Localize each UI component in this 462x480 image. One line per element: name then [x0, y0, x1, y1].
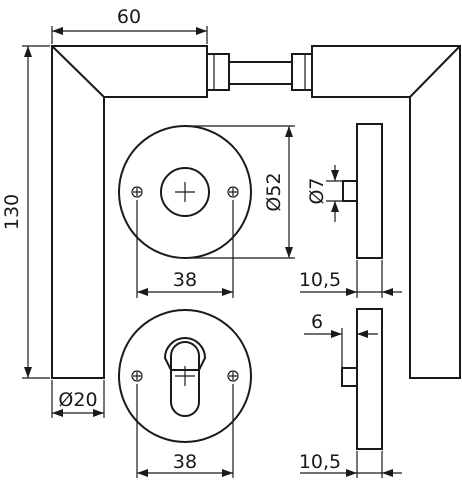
cylinder-hole-spacing-label: 38 [173, 451, 197, 473]
screw-left [131, 370, 143, 382]
key-hole-spacing-label: 38 [173, 269, 197, 291]
key-rosette-side-view [342, 123, 383, 259]
cylinder-protrusion-label: 6 [311, 311, 323, 333]
dimension-spindle-diameter: Ø7 [306, 165, 350, 222]
cylinder-rosette-thickness-label: 10,5 [299, 451, 341, 473]
lever-height-label: 130 [1, 194, 23, 230]
spindle-square-bar [229, 61, 292, 85]
screw-left [131, 186, 143, 198]
cylinder-stub [341, 367, 358, 387]
cylinder-rosette [118, 309, 252, 443]
dimension-cylinder-protrusion: 6 [304, 311, 378, 368]
dimension-key-hole-spacing: 38 [136, 200, 234, 298]
rosette-diameter-label: Ø52 [263, 172, 285, 211]
dimension-cylinder-rosette-thickness: 10,5 [299, 451, 402, 478]
dimension-cylinder-hole-spacing: 38 [136, 384, 234, 478]
dimension-lever-height: 130 [1, 45, 50, 379]
dimension-rosette-diameter: Ø52 [185, 125, 295, 259]
left-lever-handle [51, 45, 230, 379]
screw-right [227, 370, 239, 382]
spindle-stub [342, 180, 358, 202]
screw-right [227, 186, 239, 198]
spindle-diameter-label: Ø7 [306, 177, 328, 204]
right-lever-handle [291, 45, 461, 379]
lever-length-label: 60 [117, 6, 141, 28]
dimension-key-rosette-thickness: 10,5 [299, 260, 402, 298]
grip-diameter-label: Ø20 [58, 389, 97, 411]
dimension-grip-diameter: Ø20 [51, 380, 105, 418]
spindle-hole [160, 167, 210, 217]
key-rosette [118, 125, 252, 259]
dimension-lever-length: 60 [51, 6, 208, 44]
key-rosette-thickness-label: 10,5 [299, 269, 341, 291]
cylinder-rosette-side-view [341, 308, 383, 450]
cylinder-cutout [163, 337, 207, 417]
